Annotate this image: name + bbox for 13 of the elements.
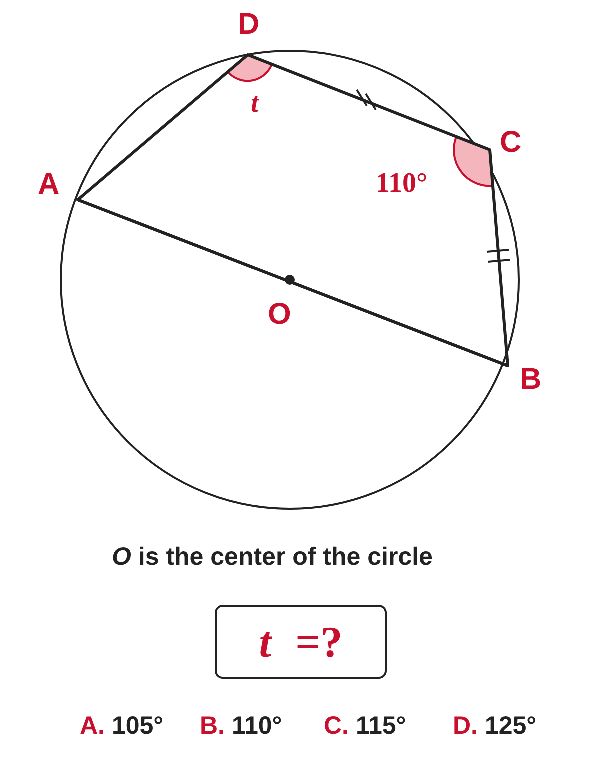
angle-label: t (251, 90, 259, 118)
point-label: O (268, 300, 292, 330)
point-label: A (38, 170, 60, 200)
point-label: D (238, 10, 260, 40)
answer-option: B. 110° (200, 714, 282, 739)
answer-option: C. 115° (324, 714, 406, 739)
angle-label: 110° (376, 170, 428, 198)
answer-option: D. 125° (453, 714, 537, 739)
caption-text: O is the center of the circle (112, 545, 433, 570)
point-label: B (520, 365, 542, 395)
answer-option: A. 105° (80, 714, 164, 739)
point-label: C (500, 128, 522, 158)
answer-box: t =? (215, 605, 387, 679)
